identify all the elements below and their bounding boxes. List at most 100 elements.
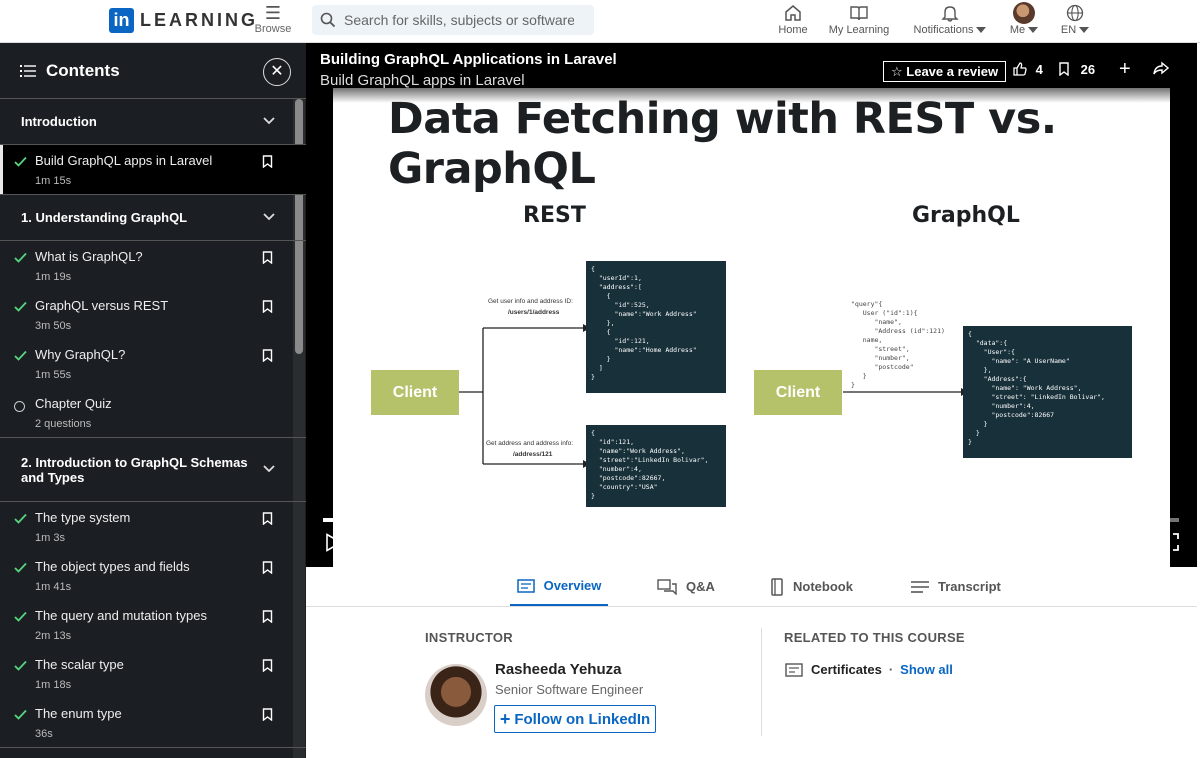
list-icon: ☰ — [264, 3, 282, 23]
progress-knob[interactable] — [480, 515, 491, 525]
instructor-name[interactable]: Rasheeda Yehuza — [495, 661, 622, 678]
bookmark-icon[interactable] — [262, 349, 273, 367]
sidebar-item[interactable]: GraphQL versus REST 3m 50s — [0, 290, 306, 339]
course-title: Building GraphQL Applications in Laravel — [320, 51, 617, 68]
check-icon — [14, 659, 27, 674]
skip-previous-icon — [420, 533, 435, 551]
volume-icon — [1130, 533, 1148, 551]
nav-me[interactable]: Me — [1006, 2, 1042, 36]
check-icon — [14, 561, 27, 576]
instructor-role: Senior Software Engineer — [495, 682, 644, 697]
close-sidebar-button[interactable]: ✕ — [263, 58, 291, 86]
next-button[interactable] — [450, 533, 467, 554]
slide-graphql-heading: GraphQL — [912, 203, 1020, 228]
search-input[interactable] — [344, 12, 574, 28]
forward-10-button[interactable]: 10 — [386, 533, 404, 554]
bookmark-icon[interactable] — [262, 251, 273, 269]
play-button[interactable] — [325, 533, 343, 555]
home-icon — [785, 5, 801, 21]
show-all-link[interactable]: Show all — [900, 662, 953, 677]
linkedin-learning-logo[interactable]: in LEARNING — [109, 8, 258, 33]
tab-notebook[interactable]: Notebook — [770, 567, 853, 606]
sidebar-scrollbar[interactable] — [295, 99, 303, 354]
sidebar-item[interactable]: What is GraphQL?1m 19s — [0, 241, 306, 290]
check-icon — [14, 155, 27, 170]
nav-notifications-label: Notifications — [913, 24, 974, 36]
nav-me-label: Me — [1009, 24, 1026, 36]
add-button[interactable]: + — [1119, 58, 1131, 81]
section-header[interactable]: 1. Understanding GraphQL — [0, 195, 306, 241]
bookmark-icon[interactable] — [262, 708, 273, 726]
overview-icon — [516, 578, 535, 593]
previous-button[interactable] — [419, 533, 436, 554]
item-title: Build GraphQL apps in Laravel — [35, 153, 213, 168]
bookmark-icon[interactable] — [262, 610, 273, 628]
tab-overview[interactable]: Overview — [510, 567, 608, 606]
bookmark-icon[interactable] — [262, 561, 273, 579]
bell-icon — [941, 6, 959, 22]
item-title: GraphQL versus REST — [35, 298, 169, 313]
like-button[interactable]: 4 — [1013, 62, 1043, 77]
video-player[interactable]: Data Fetching with REST vs. GraphQL REST… — [306, 43, 1197, 567]
captions-button[interactable]: CC — [1065, 533, 1085, 552]
leave-review-button[interactable]: ☆ Leave a review — [883, 61, 1007, 82]
rest-response-2: { "id":121, "name":"Work Address", "stre… — [586, 425, 726, 507]
gear-icon — [1098, 534, 1114, 550]
chevron-down-icon — [263, 210, 275, 224]
search-box[interactable] — [312, 5, 594, 35]
svg-text:10: 10 — [391, 540, 399, 547]
nav-home[interactable]: Home — [775, 2, 811, 36]
browse-button[interactable]: ☰ Browse — [252, 3, 294, 35]
check-icon — [14, 512, 27, 527]
slide-rest-heading: REST — [523, 203, 586, 228]
dot-separator: · — [888, 662, 894, 677]
chevron-down-icon — [263, 462, 275, 476]
user-avatar — [1013, 2, 1035, 24]
nav-notifications[interactable]: Notifications — [907, 2, 993, 36]
skip-next-icon — [451, 533, 466, 551]
rest-path-2: /address/121 — [513, 451, 553, 458]
sidebar-header: Contents ✕ — [0, 43, 306, 99]
settings-button[interactable] — [1097, 533, 1115, 554]
bookmark-icon[interactable] — [262, 155, 273, 173]
tab-qa[interactable]: Q&A — [657, 567, 715, 606]
share-icon — [1153, 61, 1170, 75]
svg-text:10: 10 — [360, 540, 368, 547]
plus-icon: + — [1119, 58, 1131, 80]
chevron-down-icon — [263, 114, 275, 128]
notebook-icon — [771, 577, 783, 596]
sidebar-item[interactable]: Why GraphQL?1m 55s — [0, 339, 306, 388]
bookmark-icon[interactable] — [262, 659, 273, 677]
rewind-10-button[interactable]: 10 — [355, 533, 373, 554]
nav-language[interactable]: EN — [1058, 2, 1092, 36]
volume-button[interactable] — [1129, 533, 1149, 554]
follow-on-linkedin-button[interactable]: + Follow on LinkedIn — [494, 705, 656, 733]
contents-list-icon — [20, 64, 36, 77]
tab-transcript[interactable]: Transcript — [911, 567, 1001, 606]
svg-text:CC: CC — [1070, 539, 1080, 546]
bookmark-icon[interactable] — [262, 512, 273, 530]
check-icon — [14, 349, 27, 364]
nav-my-learning[interactable]: My Learning — [826, 2, 892, 36]
section-header[interactable]: Introduction — [0, 99, 306, 145]
section-header[interactable]: 2. Introduction to GraphQL Schemas and T… — [0, 438, 306, 502]
bookmark-icon[interactable] — [262, 300, 273, 318]
save-button[interactable]: 26 — [1058, 62, 1095, 77]
fullscreen-button[interactable] — [1161, 533, 1179, 554]
forward-10-icon: 10 — [387, 534, 403, 550]
video-title: Build GraphQL apps in Laravel — [320, 72, 525, 89]
share-button[interactable] — [1153, 61, 1170, 78]
item-duration: 3m 50s — [35, 320, 72, 332]
instructor-avatar[interactable] — [425, 664, 487, 726]
video-progress-bar[interactable] — [323, 515, 1179, 525]
speed-button[interactable]: 1x — [1036, 535, 1052, 551]
instructor-label: INSTRUCTOR — [425, 630, 513, 645]
